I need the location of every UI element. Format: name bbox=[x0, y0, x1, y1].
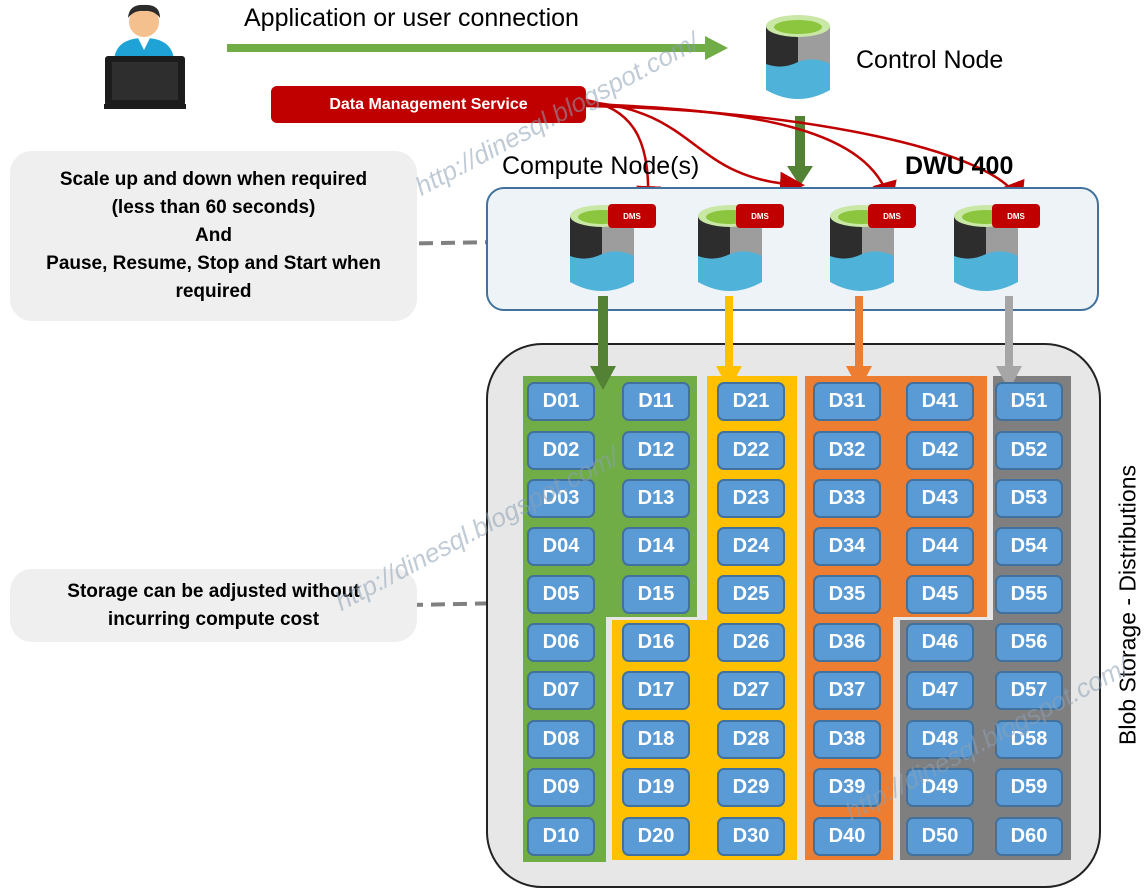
storage-callout-text: Storage can be adjusted without incurrin… bbox=[67, 580, 360, 630]
distribution-box: D46 bbox=[906, 623, 974, 662]
dms-badge: DMS bbox=[608, 204, 656, 228]
connection-arrow bbox=[227, 36, 728, 60]
distribution-box: D44 bbox=[906, 527, 974, 566]
distribution-box: D15 bbox=[622, 575, 690, 614]
distribution-box: D29 bbox=[717, 768, 785, 807]
distribution-box: D34 bbox=[813, 527, 881, 566]
dms-badge: DMS bbox=[868, 204, 916, 228]
distribution-box: D04 bbox=[527, 527, 595, 566]
distribution-box: D55 bbox=[995, 575, 1063, 614]
dms-badge: DMS bbox=[992, 204, 1040, 228]
distribution-box: D02 bbox=[527, 431, 595, 470]
storage-callout: Storage can be adjusted without incurrin… bbox=[10, 569, 417, 642]
distribution-box: D09 bbox=[527, 768, 595, 807]
distribution-box: D38 bbox=[813, 720, 881, 759]
control-node-label: Control Node bbox=[856, 46, 1004, 74]
distribution-box: D24 bbox=[717, 527, 785, 566]
distribution-box: D59 bbox=[995, 768, 1063, 807]
distribution-box: D32 bbox=[813, 431, 881, 470]
connection-label: Application or user connection bbox=[244, 4, 579, 32]
distribution-box: D41 bbox=[906, 382, 974, 421]
distribution-box: D25 bbox=[717, 575, 785, 614]
distribution-box: D28 bbox=[717, 720, 785, 759]
distribution-box: D17 bbox=[622, 671, 690, 710]
distribution-box: D11 bbox=[622, 382, 690, 421]
dms-badge: DMS bbox=[736, 204, 784, 228]
distribution-box: D01 bbox=[527, 382, 595, 421]
distribution-box: D45 bbox=[906, 575, 974, 614]
dms-service-label: Data Management Service bbox=[329, 95, 528, 113]
user-laptop-icon bbox=[104, 0, 186, 110]
distribution-box: D54 bbox=[995, 527, 1063, 566]
distribution-box: D12 bbox=[622, 431, 690, 470]
control-node-icon bbox=[764, 12, 832, 104]
distribution-box: D23 bbox=[717, 479, 785, 518]
distribution-box: D18 bbox=[622, 720, 690, 759]
distribution-box: D21 bbox=[717, 382, 785, 421]
blob-storage-label: Blob Storage - Distributions bbox=[1114, 465, 1141, 745]
distribution-box: D22 bbox=[717, 431, 785, 470]
distribution-box: D49 bbox=[906, 768, 974, 807]
distribution-box: D53 bbox=[995, 479, 1063, 518]
compute-nodes-label: Compute Node(s) bbox=[502, 152, 700, 180]
distribution-box: D16 bbox=[622, 623, 690, 662]
distribution-box: D08 bbox=[527, 720, 595, 759]
distribution-box: D35 bbox=[813, 575, 881, 614]
distribution-box: D26 bbox=[717, 623, 785, 662]
distribution-box: D58 bbox=[995, 720, 1063, 759]
distribution-box: D43 bbox=[906, 479, 974, 518]
distribution-box: D13 bbox=[622, 479, 690, 518]
distribution-box: D60 bbox=[995, 817, 1063, 856]
distribution-box: D03 bbox=[527, 479, 595, 518]
distribution-box: D10 bbox=[527, 817, 595, 856]
distribution-box: D48 bbox=[906, 720, 974, 759]
distribution-box: D51 bbox=[995, 382, 1063, 421]
distribution-box: D14 bbox=[622, 527, 690, 566]
distribution-box: D50 bbox=[906, 817, 974, 856]
distribution-box: D39 bbox=[813, 768, 881, 807]
distribution-box: D36 bbox=[813, 623, 881, 662]
distribution-box: D30 bbox=[717, 817, 785, 856]
distribution-box: D40 bbox=[813, 817, 881, 856]
dwu-label: DWU 400 bbox=[905, 152, 1014, 180]
distribution-box: D27 bbox=[717, 671, 785, 710]
distribution-box: D56 bbox=[995, 623, 1063, 662]
distribution-box: D47 bbox=[906, 671, 974, 710]
node-to-storage-arrows bbox=[590, 296, 1022, 390]
distribution-box: D20 bbox=[622, 817, 690, 856]
scale-callout-text: Scale up and down when required (less th… bbox=[46, 169, 381, 302]
distribution-box: D19 bbox=[622, 768, 690, 807]
distribution-box: D52 bbox=[995, 431, 1063, 470]
scale-callout: Scale up and down when required (less th… bbox=[10, 151, 417, 321]
distribution-box: D57 bbox=[995, 671, 1063, 710]
distribution-box: D33 bbox=[813, 479, 881, 518]
distribution-box: D07 bbox=[527, 671, 595, 710]
distribution-box: D42 bbox=[906, 431, 974, 470]
distribution-box: D05 bbox=[527, 575, 595, 614]
distribution-box: D31 bbox=[813, 382, 881, 421]
dms-connector-arrows bbox=[585, 98, 1025, 211]
data-management-service-box: Data Management Service bbox=[271, 86, 586, 123]
distribution-box: D06 bbox=[527, 623, 595, 662]
distribution-box: D37 bbox=[813, 671, 881, 710]
